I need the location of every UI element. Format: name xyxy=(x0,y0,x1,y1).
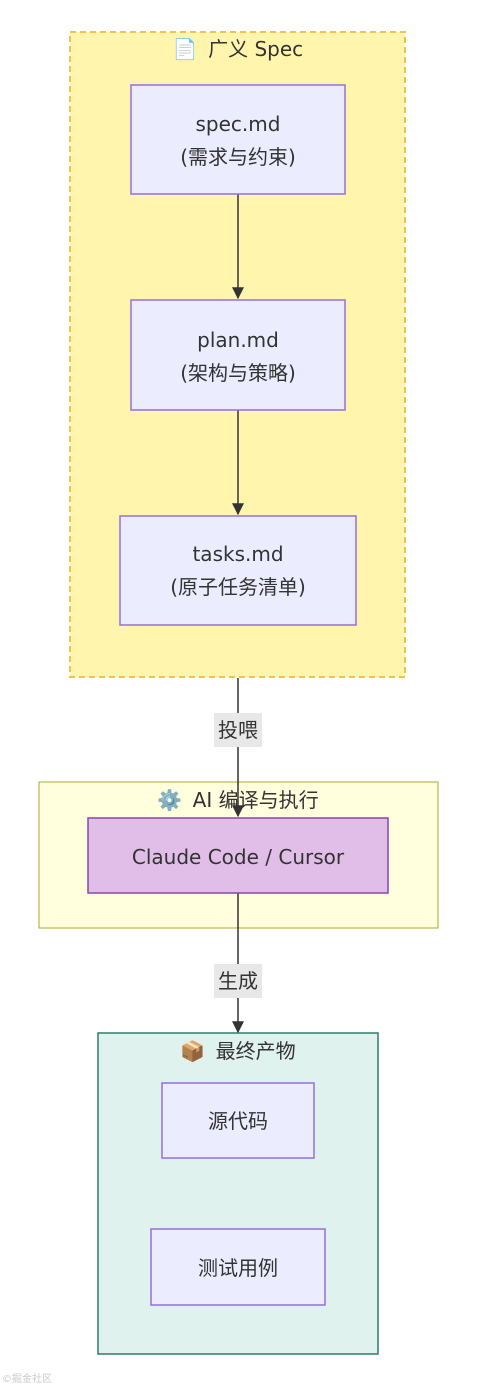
node-source-code-label: 源代码 xyxy=(208,1109,268,1133)
node-source-code-box xyxy=(161,1082,315,1159)
node-plan-md-subtitle: (架构与策略) xyxy=(180,361,296,385)
edge-label-feed-bg xyxy=(214,713,262,747)
node-spec-md-box xyxy=(130,84,346,195)
node-claude-label: Claude Code / Cursor xyxy=(132,845,345,869)
cluster-spec-title: 📄 广义 Spec xyxy=(173,37,303,61)
edge-label-feed-text: 投喂 xyxy=(218,718,258,742)
node-spec-md: spec.md (需求与约束) xyxy=(130,84,346,195)
edge-label-generate: 生成 xyxy=(214,964,262,998)
edge-label-feed: 投喂 xyxy=(214,713,262,747)
cluster-spec-label: 广义 Spec xyxy=(208,37,303,61)
node-test-cases-label: 测试用例 xyxy=(198,1256,278,1280)
node-claude-code-cursor: Claude Code / Cursor xyxy=(87,817,389,894)
node-test-cases: 测试用例 xyxy=(150,1228,326,1306)
package-icon: 📦 xyxy=(180,1039,205,1063)
node-test-cases-box xyxy=(150,1228,326,1306)
cluster-output-box xyxy=(97,1032,379,1355)
cluster-output-label: 最终产物 xyxy=(216,1039,296,1063)
edge-label-generate-bg xyxy=(214,964,262,998)
node-source-code: 源代码 xyxy=(161,1082,315,1159)
watermark: ©掘金社区 xyxy=(2,1374,52,1385)
gear-icon: ⚙️ xyxy=(157,788,182,812)
node-tasks-md-box xyxy=(119,515,357,626)
node-plan-md-title: plan.md xyxy=(197,328,279,352)
cluster-output-title: 📦 最终产物 xyxy=(180,1039,295,1063)
cluster-ai-label: AI 编译与执行 xyxy=(193,788,319,812)
cluster-ai-title: ⚙️ AI 编译与执行 xyxy=(157,788,318,812)
node-tasks-md-subtitle: (原子任务清单) xyxy=(170,575,306,599)
node-spec-md-title: spec.md xyxy=(196,112,281,136)
node-plan-md: plan.md (架构与策略) xyxy=(130,299,346,411)
cluster-output: 📦 最终产物 xyxy=(97,1032,379,1355)
node-plan-md-box xyxy=(130,299,346,411)
node-claude-box xyxy=(87,817,389,894)
node-tasks-md: tasks.md (原子任务清单) xyxy=(119,515,357,626)
node-tasks-md-title: tasks.md xyxy=(192,542,283,566)
document-icon: 📄 xyxy=(173,37,198,61)
edge-label-generate-text: 生成 xyxy=(218,969,258,993)
node-spec-md-subtitle: (需求与约束) xyxy=(180,145,296,169)
